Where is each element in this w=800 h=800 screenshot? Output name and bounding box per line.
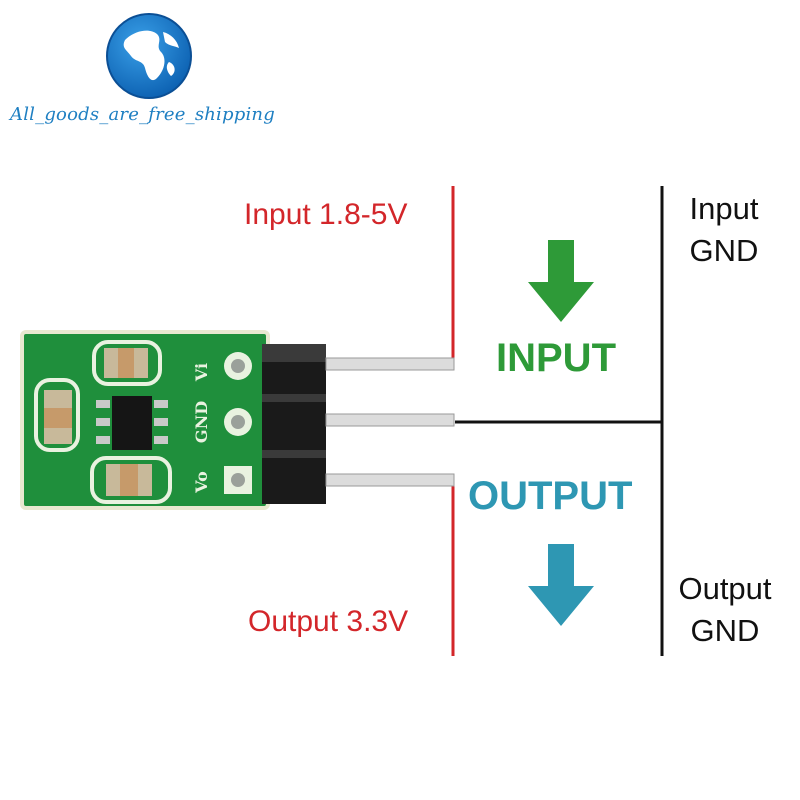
output-banner: OUTPUT [468,474,633,518]
input-voltage-label: Input 1.8-5V [244,198,408,231]
input-gnd-label: Input GND [672,188,776,272]
output-arrow [528,544,594,626]
header-pins [262,344,455,504]
input-gnd-line1: Input [689,191,759,226]
input-banner: INPUT [496,336,616,380]
pin-label-gnd: GND [192,401,211,443]
input-arrow [528,240,594,322]
output-gnd-line2: GND [690,613,760,648]
pin-vo [325,473,455,487]
pcb-board: Vi GND Vo [20,330,270,510]
pin-gnd [325,413,455,427]
pin-label-vo: Vo [192,471,211,494]
output-gnd-line1: Output [678,571,772,606]
input-gnd-line2: GND [689,233,759,268]
pin-vi [325,357,455,371]
globe-icon [106,13,192,99]
logo-text: All_goods_are_free_shipping [10,104,275,125]
output-gnd-label: Output GND [664,568,786,652]
pin-label-vi: Vi [192,363,211,382]
output-voltage-label: Output 3.3V [248,605,409,638]
